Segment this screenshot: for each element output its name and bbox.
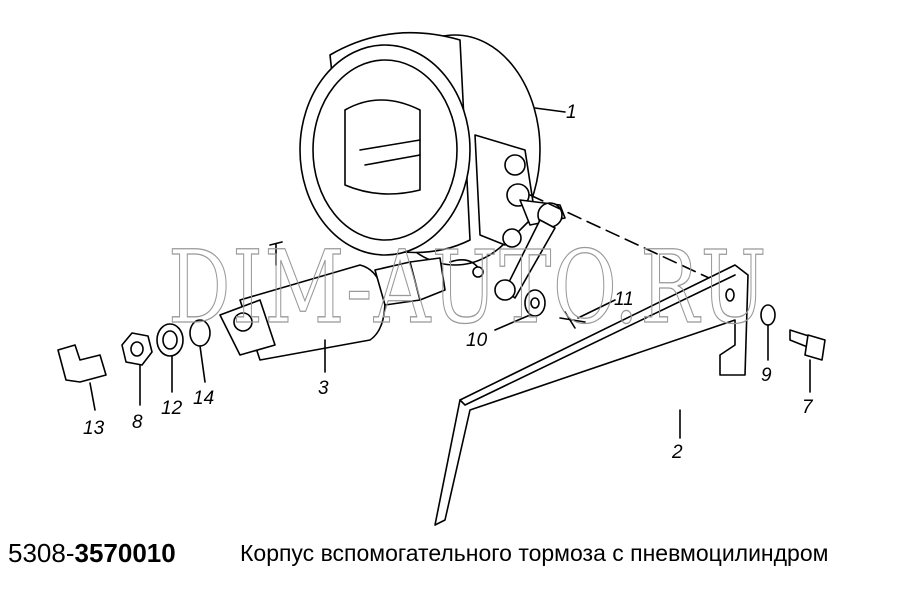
part-code-prefix: 5308-: [8, 538, 75, 568]
part-12-seal: [156, 323, 184, 357]
callout-12: 12: [161, 398, 183, 419]
callout-7: 7: [802, 397, 814, 418]
part-11-cotter-pin: [559, 311, 586, 329]
part-1-brake-housing: [299, 31, 566, 301]
callout-9: 9: [761, 365, 772, 386]
leader-lines: [89, 107, 811, 439]
part-3-pneumatic-cylinder: [219, 241, 484, 361]
callout-1: 1: [566, 102, 577, 123]
callout-2: 2: [671, 442, 683, 463]
callout-8: 8: [132, 412, 143, 433]
part-13-elbow-fitting: [57, 344, 107, 383]
watermark: DIM-AUTO.RU: [168, 229, 768, 346]
part-7-bolt: [789, 329, 826, 361]
caption: 5308-3570010 Корпус вспомогательного тор…: [8, 538, 828, 569]
alignment-line: [529, 194, 736, 291]
part-2-bracket: [434, 264, 749, 526]
part-8-nut: [121, 332, 153, 366]
callout-10: 10: [466, 330, 488, 351]
callout-13: 13: [83, 418, 105, 439]
callout-11: 11: [614, 289, 634, 310]
callout-3: 3: [318, 378, 329, 399]
part-description: Корпус вспомогательного тормоза с пневмо…: [240, 540, 829, 566]
callout-14: 14: [193, 388, 214, 409]
part-code: 3570010: [74, 538, 176, 568]
